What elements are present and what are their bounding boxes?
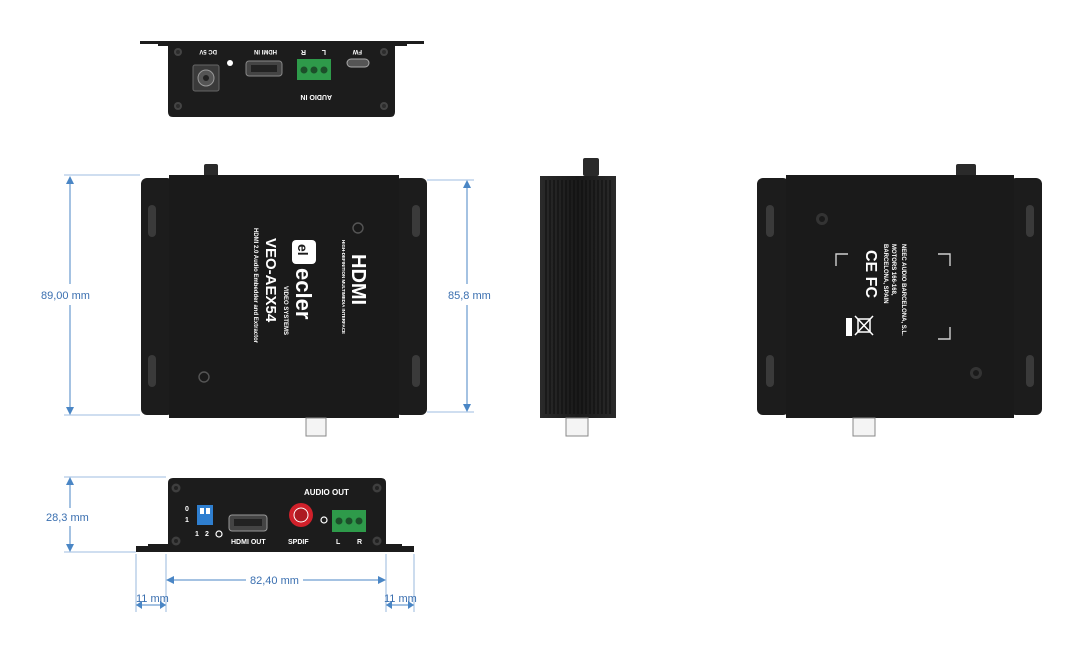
right-flange [395,178,427,415]
brand-subtitle: VIDEO SYSTEMS [282,286,288,335]
audio-in-label: AUDIO IN [301,93,333,100]
bottom-view: 0 1 1 2 HDMI OUT SPDIF AUDIO OUT L R [136,478,414,552]
dimension-lines: 89,00 mm 85,8 mm 28,3 mm 82,40 mm 11 mm … [41,174,491,612]
side-knob [583,158,599,176]
ecler-logo-icon [292,240,316,264]
dim-flange-right: 11 mm [384,593,417,605]
audio-out-r-label: R [357,539,362,546]
top-view: DC 5V HDMI IN L R FW AUDIO IN [140,41,424,117]
svg-text:el: el [295,244,311,256]
dip-one-label: 1 [185,517,189,524]
audio-out-l-label: L [336,539,341,546]
dim-height-front: 89,00 mm [41,290,90,302]
dip-zero-label: 0 [185,506,189,513]
label-area-corners [835,253,951,340]
brand-name: ecler [291,268,316,320]
hdmi-in-label: HDMI IN [254,48,277,54]
back-body [786,175,1014,418]
audio-in-r-label: R [301,48,306,55]
top-knob [204,164,218,178]
dim-height-side: 85,8 mm [448,290,491,302]
audio-in-l-label: L [321,48,326,55]
left-flange [141,178,173,415]
weee-bin-icon [854,315,874,336]
model-description: HDMI 2.0 Audio Embedder and Extractor [252,228,258,344]
dim-depth: 28,3 mm [46,512,89,524]
compliance-marks: CE FC [862,250,879,298]
hdmi-tagline: HIGH-DEFINITION MULTIMEDIA INTERFACE [341,240,346,334]
dc-label: DC 5V [199,48,217,54]
fw-label: FW [352,48,362,54]
hdmi-out-label: HDMI OUT [231,539,266,546]
side-stub [565,417,589,437]
fw-usb-port-icon [346,58,370,68]
side-view [540,158,616,437]
maker-line-3: BARCELONA, SPAIN [882,244,888,304]
front-view: el ecler VIDEO SYSTEMS VEO-AEX54 HDMI 2.… [141,164,427,437]
ground-symbol-icon [215,530,223,538]
maker-line-2: MOTORS 166-168, [890,244,896,296]
dip-number-2: 2 [205,531,209,538]
back-view: NEEC AUDIO BARCELONA, S.L. MOTORS 166-16… [757,164,1042,437]
bottom-stub [305,417,327,437]
dip-switch-icon [197,505,213,525]
spdif-label: SPDIF [288,539,309,546]
weee-bar-icon [846,318,852,336]
dim-width-body: 82,40 mm [250,575,299,587]
model-name: VEO-AEX54 [262,238,279,323]
maker-line-1: NEEC AUDIO BARCELONA, S.L. [900,244,906,336]
dim-flange-left: 11 mm [136,593,169,605]
audio-out-label: AUDIO OUT [304,488,349,497]
front-body [169,175,399,418]
hdmi-logo: HDMI [347,254,369,305]
dip-number-1: 1 [195,531,199,538]
